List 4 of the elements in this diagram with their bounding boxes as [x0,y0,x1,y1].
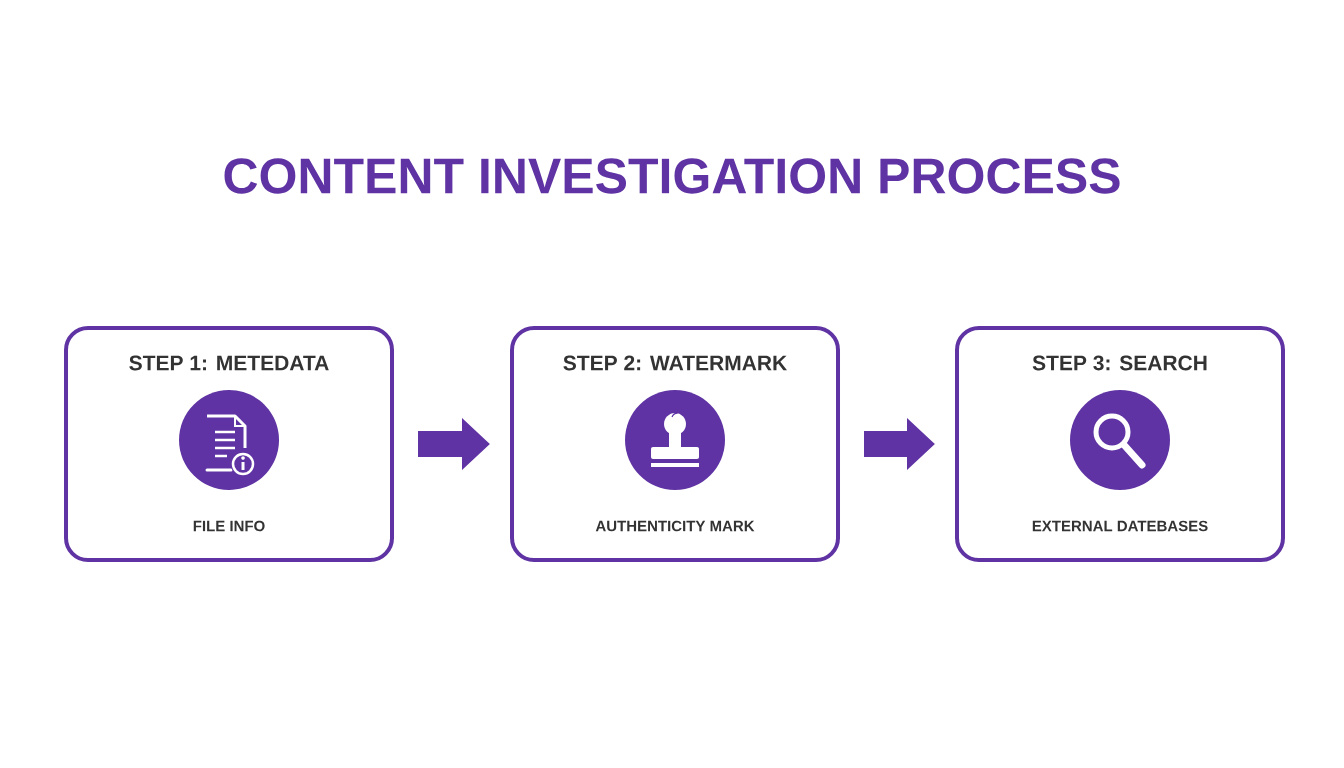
title: CONTENT INVESTIGATION PROCESS [224,158,1120,194]
step-box: STEP 3: SEARCH EXTERNAL DATEBASES [955,326,1285,562]
step-box: STEP 1: METEDATA FILE INFO [64,326,394,562]
step-box: STEP 2: WATERMARK AUTHENTICITY MARK [510,326,840,562]
